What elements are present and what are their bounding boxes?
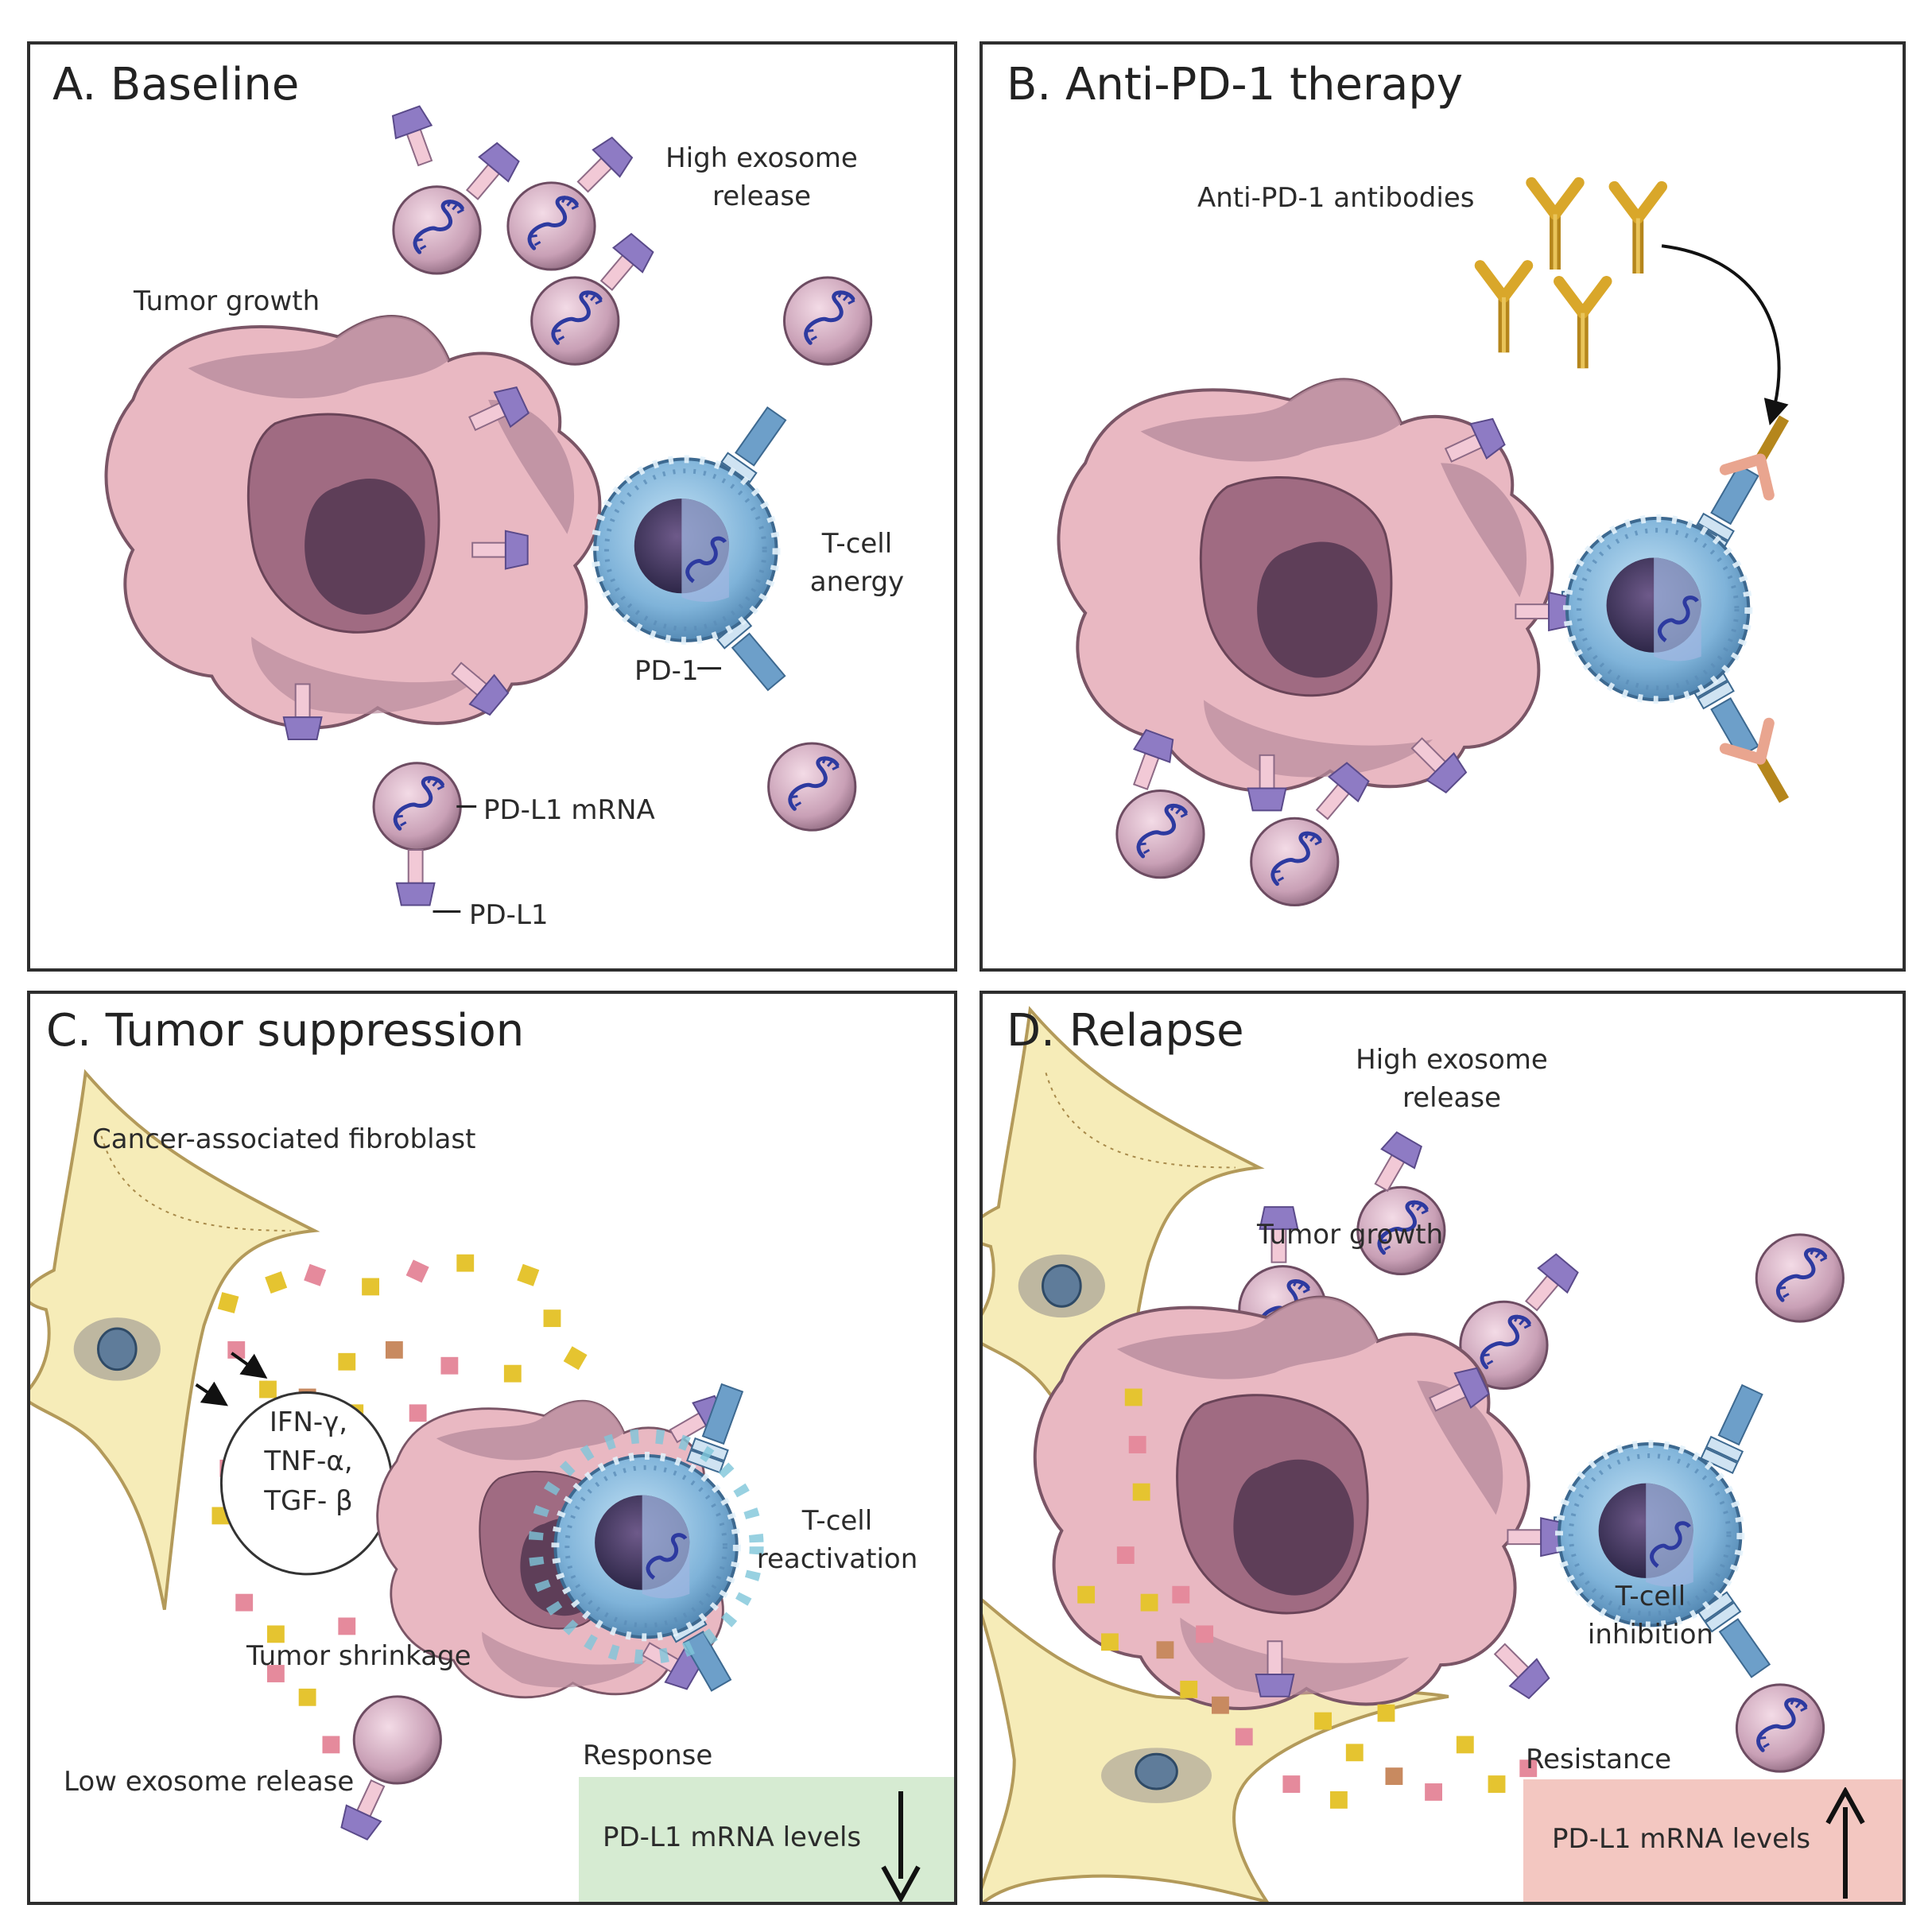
label-tumor-growth: Tumor growth xyxy=(134,285,320,317)
label-low-exosome: Low exosome release xyxy=(64,1766,355,1798)
panel-title: B. Anti-PD-1 therapy xyxy=(1007,59,1463,111)
panel-d-relapse: D. Relapse High exosome release Tumor gr… xyxy=(980,991,1906,1905)
label-anti-pd1-antibodies: Anti-PD-1 antibodies xyxy=(1197,182,1475,214)
cytokine-particles xyxy=(1077,1388,1538,1809)
panel-b-illustration xyxy=(1057,45,1903,968)
response-box: PD-L1 mRNA levels xyxy=(579,1777,954,1902)
panel-d-illustration xyxy=(983,1007,1903,1902)
label-caf: Cancer-associated fibroblast xyxy=(92,1123,476,1155)
arrow-down-icon xyxy=(881,1791,921,1902)
panel-a-baseline: A. Baseline High exosome release Tumor g… xyxy=(27,41,957,972)
arrow-up-icon xyxy=(1825,1787,1865,1899)
label-pdl1: PD-L1 xyxy=(469,899,549,931)
label-high-exosome: High exosome release xyxy=(1356,1044,1548,1114)
response-mrna-levels: PD-L1 mRNA levels xyxy=(603,1821,862,1853)
label-response: Response xyxy=(583,1740,713,1771)
label-tumor-shrinkage: Tumor shrinkage xyxy=(246,1640,471,1672)
panel-b-anti-pd1: B. Anti-PD-1 therapy Anti-PD-1 antibodie… xyxy=(980,41,1906,972)
panel-c-tumor-suppression: C. Tumor suppression Cancer-associated f… xyxy=(27,991,957,1905)
panel-title: C. Tumor suppression xyxy=(46,1005,525,1057)
cytokine-tnf: TNF-α, xyxy=(264,1445,353,1478)
label-tumor-growth: Tumor growth xyxy=(1257,1219,1444,1251)
label-t-cell-anergy: T-cell anergy xyxy=(809,528,905,598)
panel-title: A. Baseline xyxy=(52,59,300,111)
cytokine-bubble: IFN-γ, TNF-α, TGF- β xyxy=(225,1403,392,1521)
label-resistance: Resistance xyxy=(1526,1744,1672,1775)
label-t-cell-inhibition: T-cell inhibition xyxy=(1587,1581,1714,1651)
label-pd1: PD-1 xyxy=(634,655,699,687)
cytokine-tgf: TGF- β xyxy=(264,1484,353,1517)
label-high-exosome: High exosome release xyxy=(665,142,858,212)
resistance-box: PD-L1 mRNA levels xyxy=(1523,1779,1903,1902)
cytokine-particles xyxy=(211,1254,588,1754)
resistance-mrna-levels: PD-L1 mRNA levels xyxy=(1552,1823,1811,1855)
panel-a-illustration xyxy=(104,103,954,913)
cytokine-ifn: IFN-γ, xyxy=(269,1406,348,1438)
label-t-cell-reactivation: T-cell reactivation xyxy=(756,1505,918,1575)
label-pdl1-mrna: PD-L1 mRNA xyxy=(483,794,655,826)
panel-title: D. Relapse xyxy=(1007,1005,1244,1057)
panel-c-illustration xyxy=(30,1071,764,1843)
